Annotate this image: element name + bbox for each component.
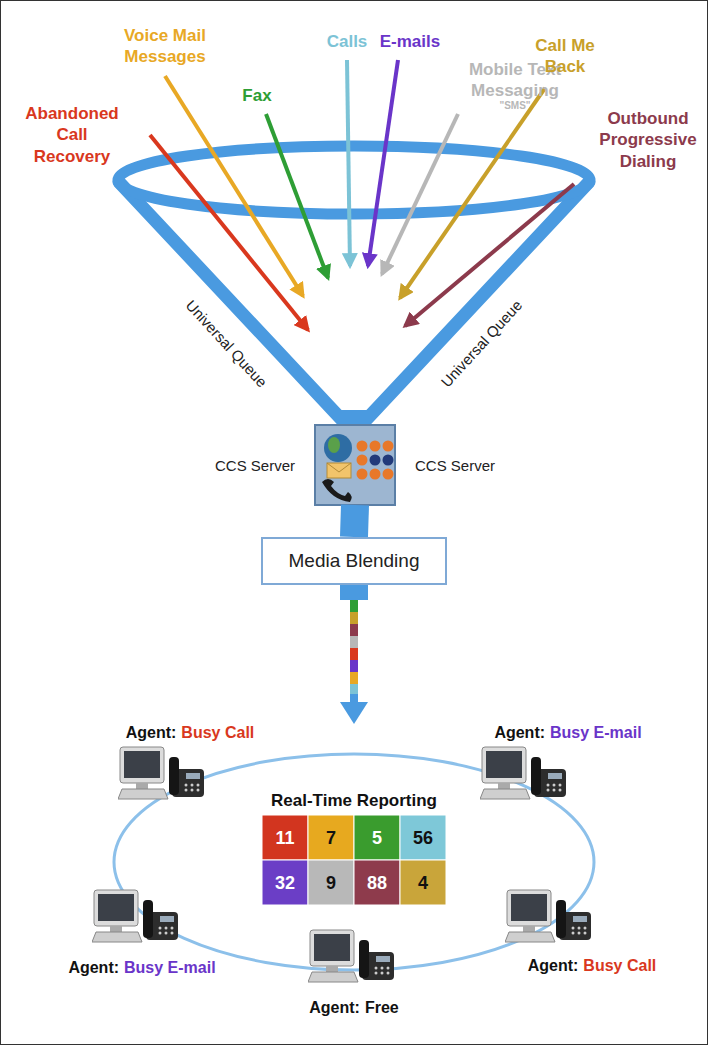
queue-label: Universal Queue [437,296,526,391]
channel-label: Fax [242,85,271,106]
agent-label: Busy Call [181,724,254,742]
channel-label: "SMS" [499,100,530,113]
server-icon [315,425,395,505]
channel-label: E-mails [380,31,440,52]
agent-status: Agent:Busy Call [528,957,657,975]
channel-label: Real-Time Reporting [271,790,437,811]
report-count: 56 [413,827,433,850]
agent-status: Agent: Busy E-mail [494,724,641,742]
pipe-connector [354,505,355,537]
report-count: 5 [372,827,382,850]
agent-label: Agent: [126,724,177,742]
agent-computer [92,890,178,942]
agent-status: Agent:Busy Call [126,724,255,742]
box-label: Media Blending [289,550,420,572]
report-count: 4 [418,872,428,895]
agent-label: Agent: [494,724,545,742]
channel-label: Call Me Back [520,35,610,78]
channel-label: Abandoned Call Recovery [22,103,122,167]
queue-label: Universal Queue [181,296,270,391]
agent-computer [118,747,204,799]
report-count: 11 [275,827,294,850]
media-arrows [150,60,574,330]
channel-label: Calls [327,31,368,52]
report-count: 9 [326,872,336,895]
agent-label: Busy Call [583,957,656,975]
process-box: Media Blending [261,537,448,585]
channel-label: Voice Mail Messages [105,25,225,68]
agent-status: Agent: Busy E-mail [68,959,215,977]
agent-label: Agent: [309,999,360,1017]
agent-computer [480,747,566,799]
server-label: CCS Server [415,457,495,474]
agent-computer [505,890,591,942]
report-count: 7 [326,827,336,850]
media-stream [340,600,368,724]
agent-label: Free [365,999,399,1017]
channel-label: Outbound Progressive Dialing [591,108,706,172]
server-label: CCS Server [215,457,295,474]
agent-status: Agent: Free [309,999,398,1017]
server-node: CCS ServerCCS Server [315,425,395,505]
agent-label: Agent: [528,957,579,975]
report-count: 32 [275,872,295,895]
report-grid [262,815,446,905]
agent-label: Busy E-mail [550,724,642,742]
agent-label: Busy E-mail [124,959,216,977]
agent-label: Agent: [68,959,119,977]
agent-computer [308,930,394,982]
report-count: 88 [367,872,387,895]
